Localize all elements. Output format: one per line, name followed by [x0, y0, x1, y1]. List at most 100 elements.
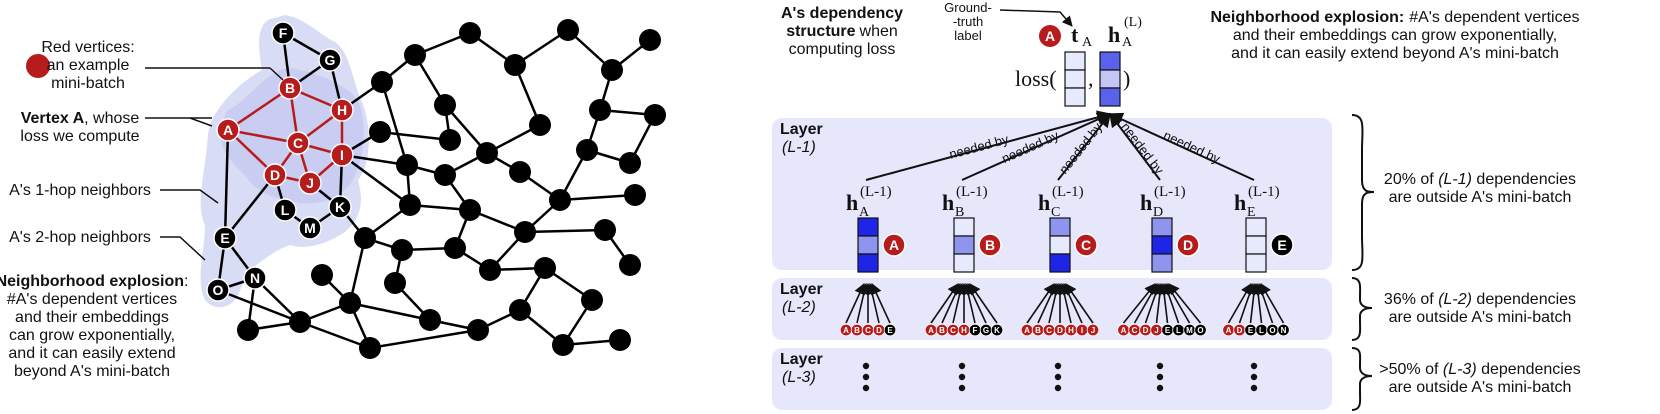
node-n4: [459, 22, 481, 44]
node-I: [330, 143, 354, 167]
node-n1: [371, 71, 393, 93]
dep-node-label-3-M: M: [1186, 326, 1193, 335]
layer-l3-index: (L-3): [782, 369, 816, 386]
vertex-a-line2: loss we compute: [20, 128, 139, 145]
node-n3: [404, 44, 426, 66]
node-n24: [354, 227, 376, 249]
t-vector: [1064, 51, 1086, 107]
dep-node-label-4-L: L: [1259, 326, 1264, 335]
node-n12: [644, 104, 666, 126]
needed-by-arrow-A: [865, 110, 1112, 181]
edge-I-n20: [341, 153, 411, 207]
ellipsis-dot-4-0: [1250, 362, 1258, 370]
node-n28: [594, 219, 616, 241]
node-n20: [399, 194, 421, 216]
node-label-I: I: [340, 147, 344, 163]
ellipsis-dot-2-0: [1054, 362, 1062, 370]
layer-l1-index: (L-1): [782, 139, 816, 156]
layer-l3-ellipsis: [862, 362, 1258, 392]
dep-node-label-0-C: C: [865, 326, 871, 335]
dep-node-1-K: [990, 323, 1004, 337]
h-sub-E: E: [1247, 205, 1256, 220]
dep-node-label-0-B: B: [854, 326, 860, 335]
dep-node-label-0-E: E: [887, 326, 893, 335]
node-n43: [609, 329, 631, 351]
ellipsis-dot-0-0: [862, 362, 870, 370]
edge-n27-n28: [524, 228, 606, 234]
edge-n37-n34: [299, 320, 371, 350]
explosion-line3: can grow exponentially,: [9, 327, 175, 344]
dep-node-label-1-F: F: [973, 326, 978, 335]
dep-arrow-0-E: [871, 282, 891, 324]
badge-D: [1176, 233, 1200, 257]
node-J: [298, 171, 322, 195]
one-hop-leader: [160, 189, 219, 204]
node-label-F: F: [279, 25, 288, 41]
node-label-G: G: [325, 52, 336, 68]
dep-node-label-2-D: D: [1057, 326, 1063, 335]
dep-arrow-3-O: [1168, 283, 1202, 324]
node-n11: [529, 114, 551, 136]
dep-node-label-3-D: D: [1143, 326, 1149, 335]
dep-arrow-2-J: [1065, 283, 1094, 324]
dep-node-label-1-C: C: [950, 326, 956, 335]
embedding-cell-E-0: [1245, 217, 1267, 237]
vertex-a-rest: , whose: [84, 110, 139, 127]
ellipsis-dot-2-1: [1054, 373, 1062, 381]
dep-node-label-3-A: A: [1121, 326, 1127, 335]
ellipsis-dot-4-1: [1250, 373, 1258, 381]
legend-red-line3: mini-batch: [51, 75, 125, 92]
needed-by-arrow-C: [1057, 112, 1111, 181]
node-n31: [311, 264, 333, 286]
node-n25: [391, 239, 413, 261]
ground-truth-arrow: [999, 9, 1073, 27]
ground-truth-line1: Ground-: [944, 0, 992, 15]
edge-n37-n38: [369, 328, 479, 350]
node-label-N: N: [250, 270, 260, 286]
needed-by-arrow-E: [1108, 112, 1255, 181]
explosion-title: Neighborhood explosion:: [0, 273, 188, 290]
explosion-line1: #A's dependent vertices: [7, 291, 177, 308]
node-K: [328, 195, 352, 219]
node-M: [298, 216, 322, 240]
node-label-J: J: [306, 175, 314, 191]
top-explosion-line3: and it can easily extend beyond A's mini…: [1231, 45, 1559, 62]
dep-node-label-1-B: B: [939, 326, 945, 335]
node-n18: [576, 139, 598, 161]
ellipsis-dot-4-2: [1250, 384, 1258, 392]
node-n14: [476, 142, 498, 164]
needed-by-arrow-B: [961, 112, 1112, 181]
pct-l2-line1: 36% of (L-2) dependencies: [1384, 291, 1576, 308]
pct-l1-ital: (L-1): [1438, 171, 1472, 188]
ellipsis-dot-1-0: [958, 362, 966, 370]
pct-l2-post: dependencies: [1472, 291, 1576, 308]
embedding-cell-C-2: [1049, 253, 1071, 273]
layer-l1-word: Layer: [780, 121, 823, 138]
h-top-sub: A: [1122, 35, 1133, 50]
brace-l1: [1351, 114, 1375, 271]
ellipsis-dot-0-1: [862, 373, 870, 381]
h-sub-B: B: [955, 205, 964, 220]
h-label-B: h: [942, 190, 954, 215]
h-label-D: h: [1140, 190, 1152, 215]
dep-title-line3: computing loss: [789, 41, 896, 58]
ellipsis-dot-1-1: [958, 373, 966, 381]
node-n42: [552, 334, 574, 356]
explosion-bold: Neighborhood explosion: [0, 273, 184, 290]
brace-l3: [1351, 347, 1373, 411]
node-n7: [557, 19, 579, 41]
legend: Red vertices: an example mini-batch Vert…: [0, 39, 284, 380]
node-G: [318, 48, 342, 72]
h-sub-D: D: [1153, 205, 1163, 220]
pct-l1-line1: 20% of (L-1) dependencies: [1384, 171, 1576, 188]
node-n23: [624, 184, 646, 206]
dep-node-2-J: [1086, 323, 1100, 337]
node-n13: [439, 129, 461, 151]
t-label: t: [1071, 22, 1079, 47]
h-sup-D: (L-1): [1154, 184, 1186, 200]
embedding-cell-D-1: [1151, 235, 1173, 255]
edge-D-E: [224, 174, 276, 239]
h-top-sup: (L): [1124, 15, 1142, 30]
